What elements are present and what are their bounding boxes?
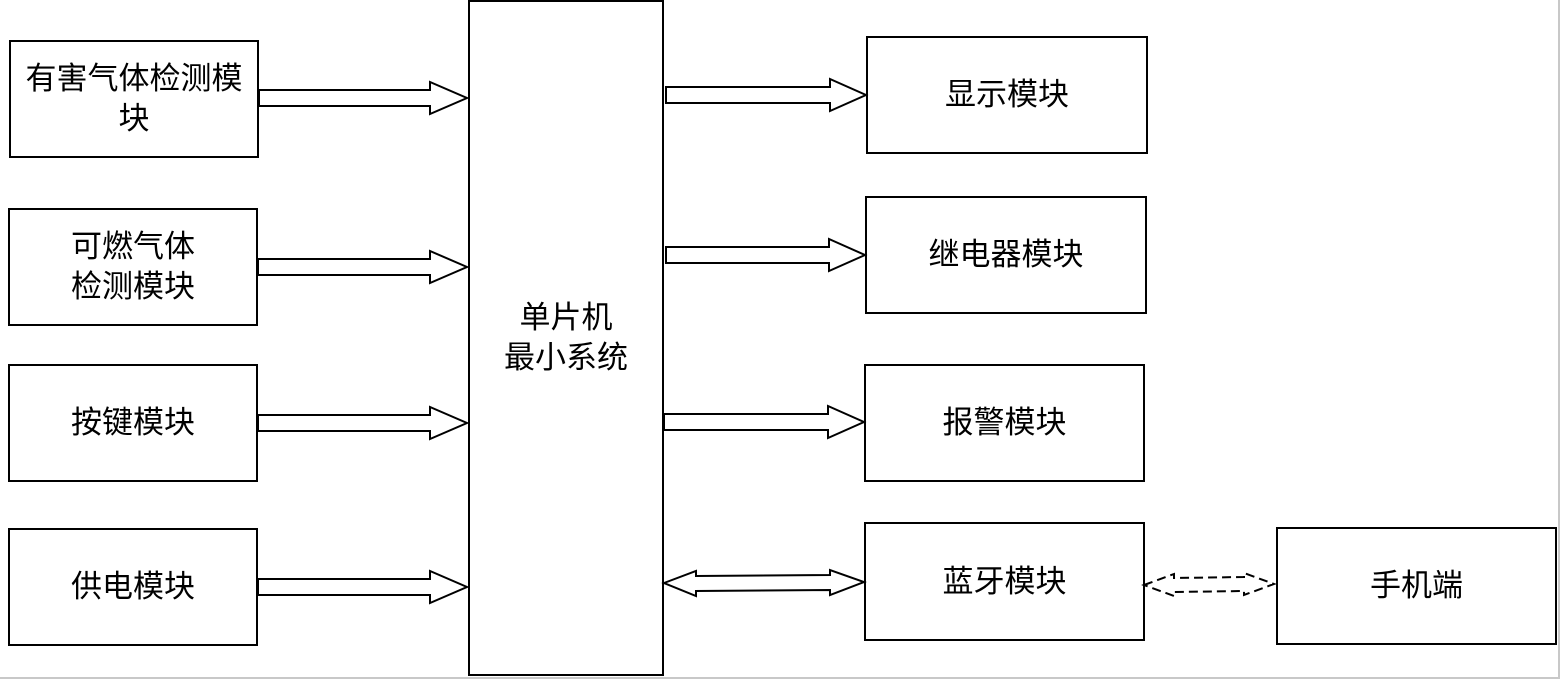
arrow-bluetooth-phone-wireless	[1141, 571, 1277, 598]
arrow-power-to-mcu	[257, 569, 470, 605]
key-module-label: 按键模块	[71, 405, 195, 441]
arrow-harmful-gas-to-mcu	[258, 80, 470, 116]
arrow-keys-to-mcu	[257, 405, 470, 441]
phone-terminal-label: 手机端	[1370, 568, 1463, 604]
flammable-gas-detection-label: 可燃气体 检测模块	[71, 229, 195, 305]
relay-module-label: 继电器模块	[928, 237, 1084, 273]
relay-module: 继电器模块	[865, 196, 1147, 314]
harmful-gas-detection-label: 有害气体检测模 块	[25, 61, 243, 137]
arrow-flammable-gas-to-mcu	[257, 249, 470, 285]
arrow-mcu-to-display	[665, 77, 869, 113]
phone-terminal: 手机端	[1276, 527, 1557, 645]
power-supply-module: 供电模块	[8, 528, 258, 646]
mcu-minimum-system: 单片机 最小系统	[468, 0, 664, 676]
arrow-mcu-to-alarm	[663, 404, 867, 440]
key-module: 按键模块	[8, 364, 258, 482]
alarm-module-label: 报警模块	[942, 405, 1067, 441]
arrow-mcu-bluetooth-bidirectional	[661, 568, 867, 598]
mcu-minimum-system-label: 单片机 最小系统	[504, 300, 628, 376]
power-supply-label: 供电模块	[71, 569, 195, 605]
bluetooth-module: 蓝牙模块	[864, 522, 1145, 641]
flammable-gas-detection-module: 可燃气体 检测模块	[8, 208, 258, 326]
arrow-mcu-to-relay	[665, 237, 868, 273]
alarm-module: 报警模块	[864, 364, 1145, 482]
display-module-label: 显示模块	[945, 77, 1069, 113]
harmful-gas-detection-module: 有害气体检测模 块	[9, 40, 259, 158]
bluetooth-module-label: 蓝牙模块	[942, 563, 1067, 600]
